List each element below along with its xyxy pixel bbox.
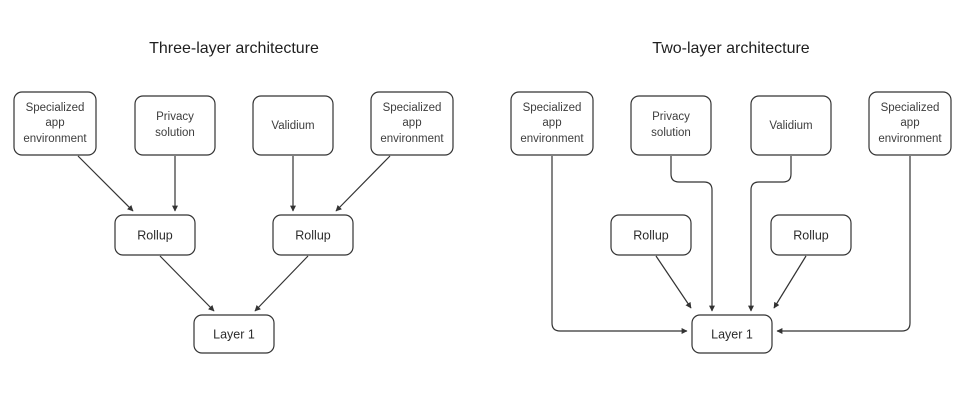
node-label-line3: environment bbox=[878, 133, 942, 145]
node-specialized-app-environment-1[interactable]: Specialized app environment bbox=[13, 91, 97, 156]
node-label-line1: Specialized bbox=[26, 102, 85, 114]
edge-privacy2-to-layer1 bbox=[670, 156, 715, 312]
node-box[interactable] bbox=[630, 95, 712, 156]
node-label: Layer 1 bbox=[711, 327, 753, 341]
node-label-line2: app bbox=[542, 117, 561, 129]
node-box[interactable] bbox=[134, 95, 216, 156]
node-label-line2: app bbox=[45, 117, 64, 129]
node-layer1-right[interactable]: Layer 1 bbox=[691, 314, 773, 354]
edge-rollup-left2-to-layer1 bbox=[655, 255, 692, 309]
node-privacy-solution-2[interactable]: Privacy solution bbox=[630, 95, 712, 156]
node-validium-1[interactable]: Validium bbox=[252, 95, 334, 156]
node-box[interactable] bbox=[272, 214, 354, 256]
node-box[interactable] bbox=[610, 214, 692, 256]
node-label-line3: environment bbox=[520, 133, 584, 145]
node-layer1-left[interactable]: Layer 1 bbox=[193, 314, 275, 354]
node-label: Rollup bbox=[793, 228, 828, 242]
edge-specialized3-to-layer1 bbox=[551, 156, 688, 334]
node-label-line3: environment bbox=[23, 133, 87, 145]
node-label-line1: Specialized bbox=[383, 102, 442, 114]
node-box[interactable] bbox=[13, 91, 97, 156]
node-box[interactable] bbox=[750, 95, 832, 156]
node-rollup-right-2[interactable]: Rollup bbox=[770, 214, 852, 256]
node-label-line1: Specialized bbox=[523, 102, 582, 114]
edge-specialized1-to-rollup-left bbox=[77, 155, 134, 212]
node-label-line2: solution bbox=[155, 127, 195, 139]
edge-specialized4-to-layer1 bbox=[776, 156, 911, 334]
node-rollup-right-1[interactable]: Rollup bbox=[272, 214, 354, 256]
node-box[interactable] bbox=[510, 91, 594, 156]
node-label-line1: Privacy bbox=[652, 111, 690, 123]
node-label-line3: environment bbox=[380, 133, 444, 145]
edge-rollup-right2-to-layer1 bbox=[773, 255, 807, 309]
panel-title-two-layer: Two-layer architecture bbox=[652, 40, 809, 57]
node-label-line2: solution bbox=[651, 127, 691, 139]
panel-title-three-layer: Three-layer architecture bbox=[149, 40, 319, 57]
node-label-line2: app bbox=[900, 117, 919, 129]
node-box[interactable] bbox=[370, 91, 454, 156]
edge-rollup-left-to-layer1 bbox=[159, 255, 215, 312]
node-box[interactable] bbox=[114, 214, 196, 256]
node-label-line1: Specialized bbox=[881, 102, 940, 114]
node-label: Validium bbox=[769, 120, 812, 132]
node-specialized-app-environment-3[interactable]: Specialized app environment bbox=[510, 91, 594, 156]
node-specialized-app-environment-4[interactable]: Specialized app environment bbox=[868, 91, 952, 156]
node-privacy-solution-1[interactable]: Privacy solution bbox=[134, 95, 216, 156]
node-label: Validium bbox=[271, 120, 314, 132]
edge-rollup-right-to-layer1 bbox=[254, 255, 309, 312]
node-validium-2[interactable]: Validium bbox=[750, 95, 832, 156]
node-label-line2: app bbox=[402, 117, 421, 129]
node-box[interactable] bbox=[691, 314, 773, 354]
node-box[interactable] bbox=[252, 95, 334, 156]
node-specialized-app-environment-2[interactable]: Specialized app environment bbox=[370, 91, 454, 156]
edge-specialized2-to-rollup-right bbox=[335, 155, 391, 212]
edge-validium2-to-layer1 bbox=[748, 156, 792, 312]
node-label: Rollup bbox=[633, 228, 668, 242]
node-box[interactable] bbox=[770, 214, 852, 256]
node-rollup-left-1[interactable]: Rollup bbox=[114, 214, 196, 256]
node-label: Rollup bbox=[137, 228, 172, 242]
node-box[interactable] bbox=[868, 91, 952, 156]
node-label: Rollup bbox=[295, 228, 330, 242]
node-label: Layer 1 bbox=[213, 327, 255, 341]
node-box[interactable] bbox=[193, 314, 275, 354]
node-rollup-left-2[interactable]: Rollup bbox=[610, 214, 692, 256]
node-label-line1: Privacy bbox=[156, 111, 194, 123]
